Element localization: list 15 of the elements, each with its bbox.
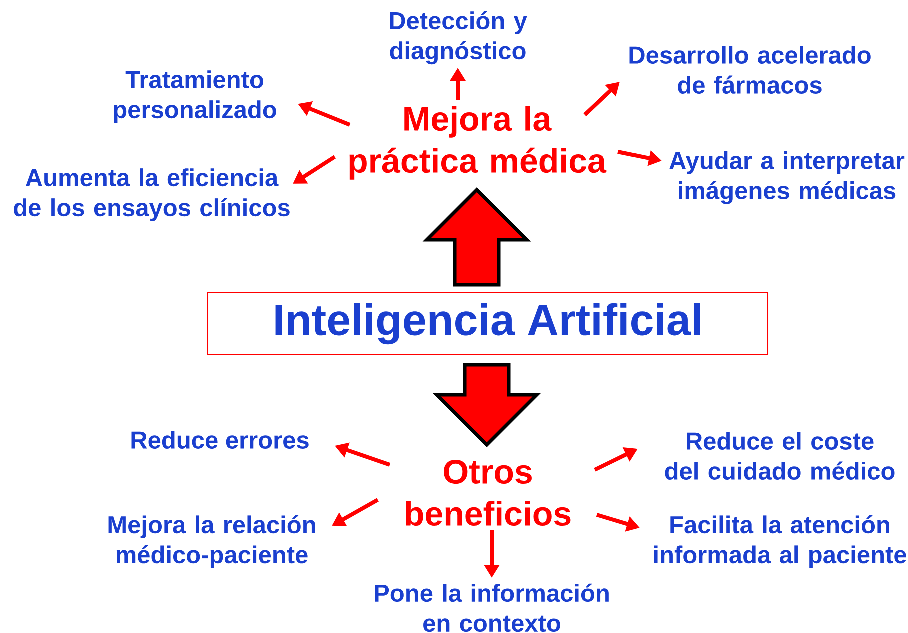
benefit-text: Reduce el coste del cuidado médico <box>665 432 895 480</box>
heading-text: Otros beneficios <box>406 460 571 526</box>
benefit-text: Facilita la atención informada al paciente <box>654 515 906 569</box>
heading-text: Mejora la práctica médica <box>350 106 607 180</box>
benefit-text: Ayudar a interpretar imágenes médicas <box>670 152 905 204</box>
benefit-text: Mejora la relación médico-paciente <box>108 515 316 569</box>
benefit-text: Aumenta la eficiencia de los ensayos clínicos <box>14 168 290 222</box>
benefit-text: Tratamiento personalizado <box>114 70 276 124</box>
benefit-text: Reduce errores <box>132 431 309 449</box>
benefit-text: Pone la información en contexto <box>375 584 609 632</box>
block-arrow <box>422 188 532 287</box>
benefit-text: Desarrollo acelerado de fármacos <box>630 46 871 94</box>
title-box: Inteligencia Artificial <box>208 292 768 356</box>
benefit-text: Detección y diagnóstico <box>390 11 528 65</box>
block-arrow <box>432 363 542 448</box>
